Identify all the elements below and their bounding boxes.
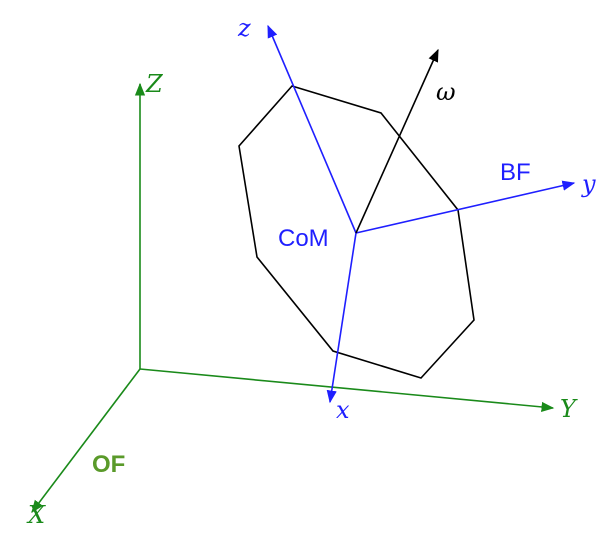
outer-axis-z-label: Z [145,70,164,98]
body-frame-label: BF [500,159,531,186]
outer-axis-y-label: Y [560,395,578,423]
omega-vector [355,48,439,234]
body-axis-z [267,24,357,234]
outer-frame-axes [31,82,555,514]
body-axis-z-label: z [237,14,251,42]
omega-label: ω [436,78,456,106]
body-axis-x [326,232,357,404]
body-frame-axes [267,24,576,404]
outer-axis-y [139,368,555,413]
body-axis-y [355,180,576,234]
outer-axis-x [31,368,141,514]
center-of-mass-label: CoM [278,225,329,252]
body-axis-x-label: x [336,396,350,424]
outer-axis-x-label: X [26,501,46,529]
rigid-body-outline [238,85,475,379]
body-axis-y-label: y [581,170,596,198]
outer-frame-label: OF [92,451,125,478]
